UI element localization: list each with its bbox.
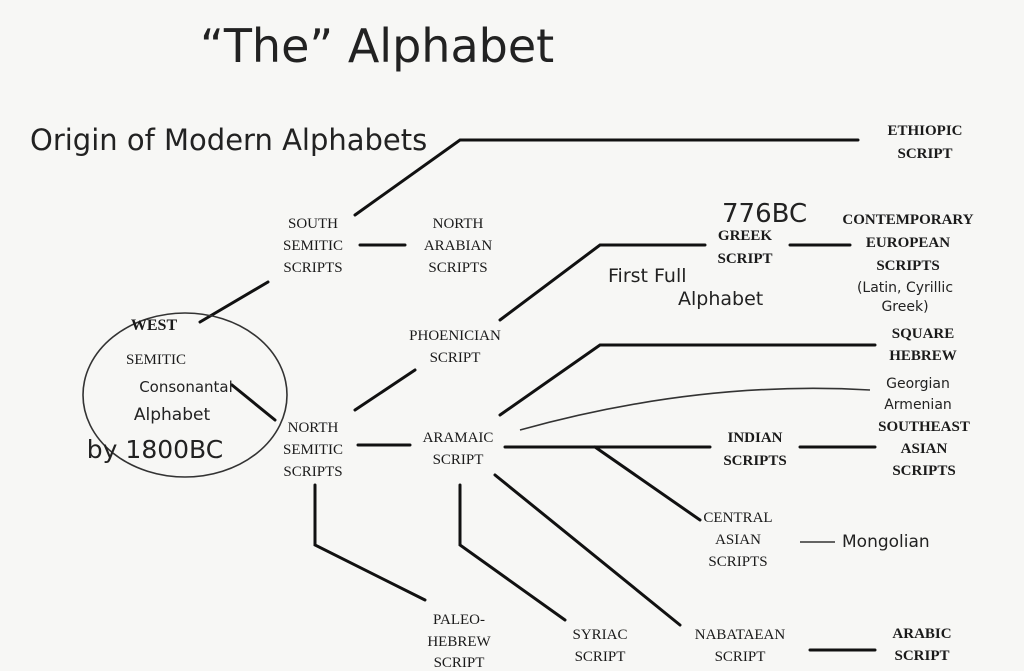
node-contemporary-european: CONTEMPORARY — [842, 212, 973, 228]
node-indian: INDIAN — [727, 430, 782, 446]
node-central-asian: CENTRAL — [703, 510, 772, 526]
node-west-semitic: SEMITIC — [126, 352, 186, 368]
line-aramaic-nabataean — [493, 473, 682, 627]
node-north-arabian: NORTH — [433, 216, 484, 232]
node-arabic: ARABIC — [892, 626, 951, 642]
connectors — [82, 138, 877, 652]
node-north-arabian: SCRIPTS — [428, 260, 487, 276]
note-european-examples: (Latin, Cyrillic — [857, 280, 953, 296]
node-paleo-hebrew: PALEO- — [433, 612, 485, 628]
line-aramaic-central-asian — [593, 445, 702, 522]
note-georgian-armenian: Armenian — [884, 397, 952, 413]
node-ethiopic: ETHIOPIC — [887, 123, 962, 139]
node-north-arabian: ARABIAN — [424, 238, 493, 254]
node-central-asian: ASIAN — [715, 532, 761, 548]
node-west-semitic: WEST — [131, 317, 178, 334]
node-phoenician: PHOENICIAN — [409, 328, 501, 344]
node-phoenician: SCRIPT — [430, 350, 481, 366]
node-contemporary-european: EUROPEAN — [866, 235, 950, 251]
node-arabic: SCRIPT — [894, 648, 949, 664]
page-title: “The” Alphabet — [200, 19, 554, 73]
note-first-full: Alphabet — [678, 288, 763, 310]
node-paleo-hebrew: SCRIPT — [434, 655, 485, 671]
line-aramaic-georgian — [519, 387, 871, 431]
node-southeast-asian: SCRIPTS — [892, 463, 955, 479]
node-south-semitic: SOUTH — [288, 216, 338, 232]
note-consonantal-date: by 1800BC — [87, 435, 223, 464]
node-north-semitic: SCRIPTS — [283, 464, 342, 480]
node-aramaic: SCRIPT — [433, 452, 484, 468]
line-north-semitic-paleo-hebrew — [313, 483, 427, 602]
node-south-semitic: SCRIPTS — [283, 260, 342, 276]
note-first-full: First Full — [608, 265, 687, 287]
line-aramaic-syriac — [458, 483, 567, 622]
node-contemporary-european: SCRIPTS — [876, 258, 939, 274]
node-ethiopic: SCRIPT — [897, 146, 952, 162]
node-central-asian: SCRIPTS — [708, 554, 767, 570]
node-square-hebrew: HEBREW — [889, 348, 957, 364]
west-semitic-circle — [82, 312, 288, 478]
node-aramaic: ARAMAIC — [423, 430, 494, 446]
node-south-semitic: SEMITIC — [283, 238, 343, 254]
node-greek: SCRIPT — [717, 251, 772, 267]
node-paleo-hebrew: HEBREW — [427, 634, 491, 650]
page-subtitle: Origin of Modern Alphabets — [30, 123, 427, 157]
node-nabataean: SCRIPT — [715, 649, 766, 665]
line-north-semitic-phoenician — [353, 368, 417, 412]
line-west-north-semitic — [230, 383, 277, 422]
note-georgian-armenian: Georgian — [886, 376, 950, 392]
node-nabataean: NABATAEAN — [695, 627, 786, 643]
node-southeast-asian: ASIAN — [901, 441, 948, 457]
note-consonantal: Consonantal — [139, 378, 233, 396]
node-north-semitic: SEMITIC — [283, 442, 343, 458]
note-mongolian: Mongolian — [842, 532, 930, 552]
node-southeast-asian: SOUTHEAST — [878, 419, 970, 435]
node-syriac: SCRIPT — [575, 649, 626, 665]
node-greek: GREEK — [718, 228, 773, 244]
note-greek-date: 776BC — [722, 199, 807, 229]
note-european-examples: Greek) — [881, 299, 928, 315]
note-consonantal: Alphabet — [134, 405, 211, 425]
node-indian: SCRIPTS — [723, 453, 786, 469]
line-aramaic-square-hebrew — [498, 343, 877, 417]
line-south-semitic-ethiopic — [353, 138, 860, 217]
node-square-hebrew: SQUARE — [892, 326, 955, 342]
node-north-semitic: NORTH — [288, 420, 339, 436]
node-syriac: SYRIAC — [572, 627, 627, 643]
line-phoenician-greek — [498, 243, 707, 322]
